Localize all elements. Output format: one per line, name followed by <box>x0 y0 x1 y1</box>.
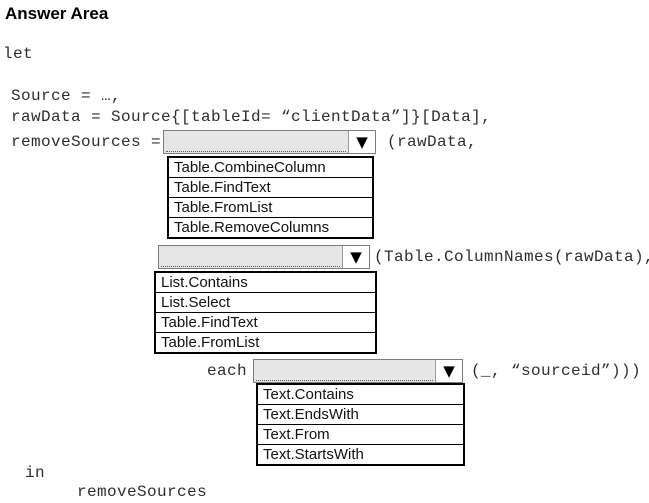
dropdown-1-options: Table.CombineColumn Table.FindText Table… <box>167 156 374 239</box>
dropdown-2-option-4[interactable]: Table.FromList <box>156 332 375 352</box>
code-after-dropdown3: (_, “sourceid”))) <box>471 362 642 380</box>
dropdown-1-option-3[interactable]: Table.FromList <box>169 197 372 217</box>
chevron-down-icon: ▼ <box>443 361 455 380</box>
code-in-keyword: in <box>25 464 46 482</box>
code-each-keyword: each <box>207 362 248 380</box>
dropdown-1-value[interactable] <box>164 131 348 153</box>
dropdown-2-value[interactable] <box>159 246 342 268</box>
dropdown-3-option-4[interactable]: Text.StartsWith <box>258 444 463 464</box>
dropdown-3-option-1[interactable]: Text.Contains <box>263 386 354 403</box>
dropdown-3-option-3[interactable]: Text.From <box>258 424 463 444</box>
function-dropdown-1[interactable]: ▼ <box>163 130 376 154</box>
dropdown-2-options: List.Contains List.Select Table.FindText… <box>154 271 377 354</box>
code-rawdata-line: rawData = Source{[tableId= “clientData”]… <box>11 108 492 126</box>
function-dropdown-3[interactable]: ▼ <box>253 359 463 383</box>
code-removesources-line: removeSources = <box>11 133 162 151</box>
dropdown-3-options: Text.Contains Text.EndsWith Text.From Te… <box>256 383 465 466</box>
dropdown-3-value[interactable] <box>254 360 435 382</box>
function-dropdown-2[interactable]: ▼ <box>158 245 370 269</box>
dropdown-1-option-4[interactable]: Table.RemoveColumns <box>169 217 372 237</box>
dropdown-3-arrow-button[interactable]: ▼ <box>435 360 462 382</box>
code-after-dropdown1: (rawData, <box>387 133 478 151</box>
page-title: Answer Area <box>5 4 109 23</box>
dropdown-1-option-2[interactable]: Table.FindText <box>169 177 372 197</box>
code-let: let <box>3 45 34 63</box>
code-source-line: Source = …, <box>11 87 122 105</box>
dropdown-1-arrow-button[interactable]: ▼ <box>348 131 375 153</box>
code-result-line: removeSources <box>77 483 208 501</box>
dropdown-2-option-1[interactable]: List.Contains <box>161 274 248 291</box>
chevron-down-icon: ▼ <box>356 132 368 151</box>
dropdown-2-option-3[interactable]: Table.FindText <box>156 312 375 332</box>
code-after-dropdown2: (Table.ColumnNames(rawData), <box>374 248 649 266</box>
dropdown-3-option-2[interactable]: Text.EndsWith <box>258 404 463 424</box>
chevron-down-icon: ▼ <box>350 247 362 266</box>
dropdown-2-option-2[interactable]: List.Select <box>156 292 375 312</box>
dropdown-2-arrow-button[interactable]: ▼ <box>342 246 369 268</box>
dropdown-1-option-1[interactable]: Table.CombineColumn <box>174 159 326 176</box>
